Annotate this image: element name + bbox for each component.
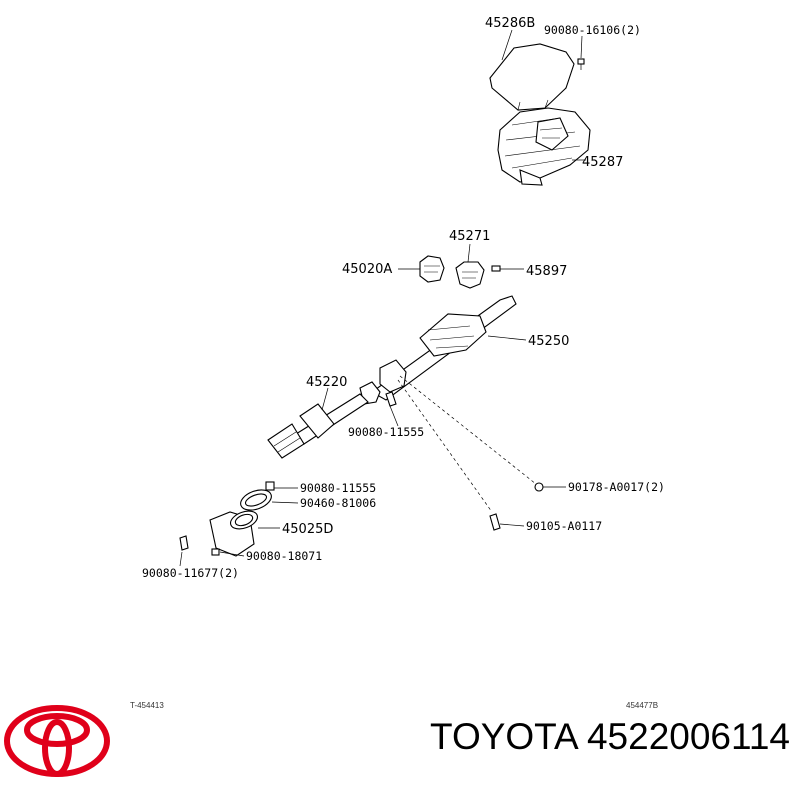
bolt-90080-18071 bbox=[211, 548, 220, 556]
label-45286B: 45286B bbox=[485, 16, 535, 31]
brand-part-text: TOYOTA 4522006114 bbox=[430, 716, 790, 758]
label-45020A: 45020A bbox=[342, 262, 392, 277]
footer-left-code: T-454413 bbox=[130, 701, 164, 710]
column-bracket-45271 bbox=[455, 261, 485, 289]
label-90080-18071: 90080-18071 bbox=[246, 549, 322, 563]
part-number: 4522006114 bbox=[586, 716, 790, 757]
label-90460-81006: 90460-81006 bbox=[300, 496, 376, 510]
label-90080-11555-b: 90080-11555 bbox=[300, 481, 376, 495]
label-45271: 45271 bbox=[449, 229, 490, 244]
small-pin-45897 bbox=[491, 265, 501, 272]
label-45287: 45287 bbox=[582, 155, 623, 170]
column-cover-upper bbox=[489, 43, 575, 111]
label-90105-A0117: 90105-A0117 bbox=[526, 519, 602, 533]
label-45220: 45220 bbox=[306, 375, 347, 390]
column-bracket-45020A bbox=[419, 255, 445, 283]
bolt-90080-11677 bbox=[179, 535, 189, 551]
nut-90178 bbox=[534, 482, 544, 492]
steering-column-main bbox=[359, 295, 517, 405]
footer-right-code: 454477B bbox=[626, 701, 658, 710]
toyota-logo bbox=[4, 705, 110, 777]
screw-upper-cover bbox=[577, 58, 585, 70]
label-90080-11555-a: 90080-11555 bbox=[348, 425, 424, 439]
bolt-90105 bbox=[489, 513, 501, 531]
column-cover-lower bbox=[497, 107, 591, 186]
clip-90080-11555-lower bbox=[265, 481, 275, 491]
label-45897: 45897 bbox=[526, 264, 567, 279]
label-90080-11677: 90080-11677(2) bbox=[142, 566, 239, 580]
label-45025D: 45025D bbox=[282, 522, 333, 537]
intermediate-shaft bbox=[267, 393, 369, 459]
bolt-90080-11555-upper bbox=[385, 391, 397, 407]
seal-ring-90460 bbox=[240, 489, 272, 511]
label-90178-A0017: 90178-A0017(2) bbox=[568, 480, 665, 494]
label-45250: 45250 bbox=[528, 334, 569, 349]
brand-name: TOYOTA bbox=[430, 716, 577, 757]
boot-45025D bbox=[209, 510, 258, 557]
label-90080-16106: 90080-16106(2) bbox=[544, 23, 641, 37]
